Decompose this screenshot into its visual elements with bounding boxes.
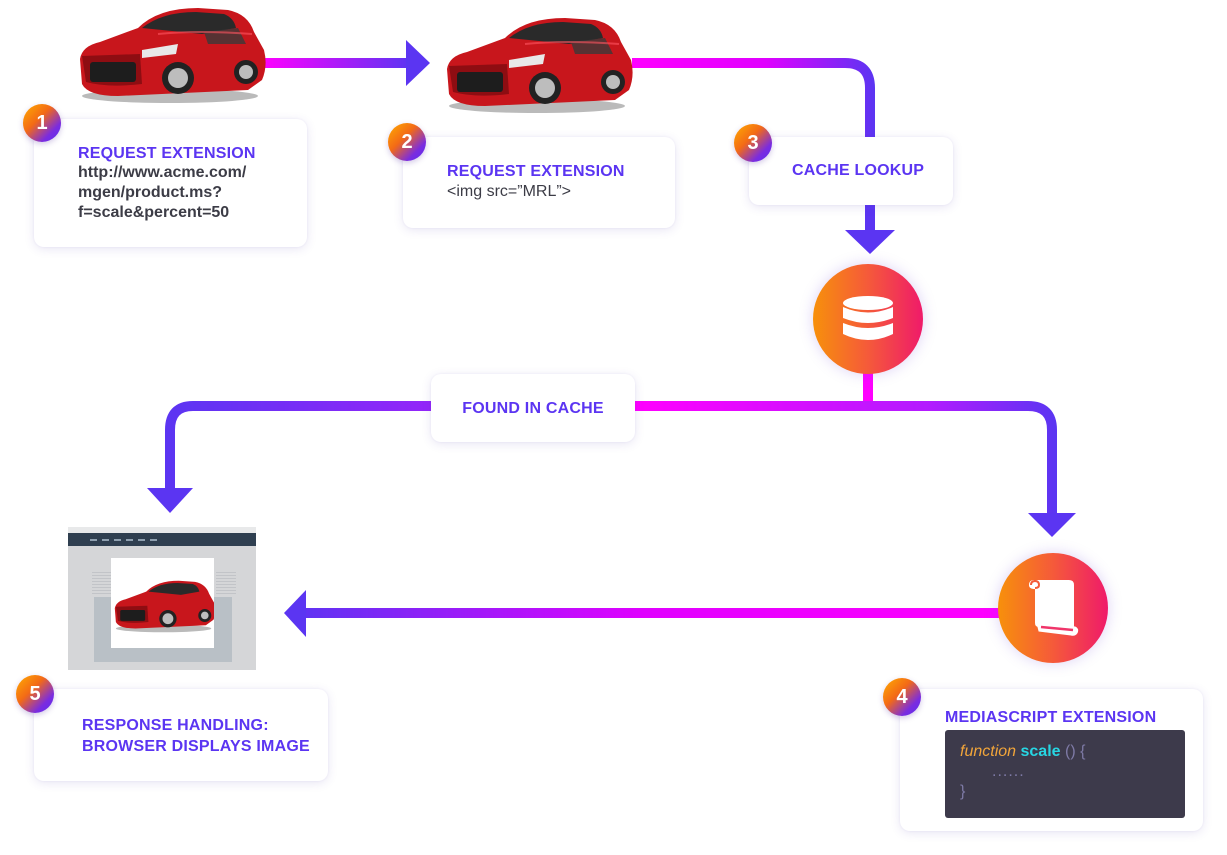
step-3-badge: 3 <box>734 124 772 162</box>
code-line-1: function scale () { <box>960 742 1170 762</box>
step-2-badge: 2 <box>388 123 426 161</box>
step-4-badge: 4 <box>883 678 921 716</box>
mediascript-code-block: function scale () { ...... } <box>945 730 1185 818</box>
scroll-icon <box>1029 579 1079 636</box>
browser-text <box>92 572 112 594</box>
step-2-card: REQUEST EXTENSION <img src=”MRL”> <box>403 137 675 228</box>
database-icon <box>843 296 893 340</box>
arrow-head-right <box>406 40 430 86</box>
step-5-card: RESPONSE HANDLING: BROWSER DISPLAYS IMAG… <box>34 689 328 781</box>
red-car-image <box>114 580 216 633</box>
browser-topbar <box>68 527 256 533</box>
step-4-title: MEDIASCRIPT EXTENSION <box>945 709 1157 726</box>
step-5-title: RESPONSE HANDLING: BROWSER DISPLAYS IMAG… <box>82 715 310 757</box>
connector-cache-hit <box>165 401 640 490</box>
arrow-head-down <box>845 230 895 254</box>
connector-car2-to-cache <box>632 58 875 138</box>
step-4-card: MEDIASCRIPT EXTENSION function scale () … <box>900 689 1203 831</box>
car-image-scaled <box>447 18 633 113</box>
browser-screenshot <box>68 527 256 670</box>
cache-node <box>813 264 923 374</box>
code-ellipsis: ...... <box>992 763 1025 780</box>
step-1-url-line: http://www.acme.com/ <box>78 164 247 181</box>
step-1-card: REQUEST EXTENSION http://www.acme.com/ m… <box>34 119 307 247</box>
browser-image-modal <box>111 558 216 648</box>
step-1-url: http://www.acme.com/ mgen/product.ms? f=… <box>78 163 246 223</box>
step-3-title: CACHE LOOKUP <box>792 162 925 179</box>
code-function-name: scale <box>1020 743 1061 760</box>
arrow-head-down <box>1028 513 1076 537</box>
step-1-badge: 1 <box>23 104 61 142</box>
car-image-original <box>80 8 266 103</box>
browser-nav <box>68 533 256 546</box>
branch-label-text: FOUND IN CACHE <box>462 400 604 417</box>
mediascript-node <box>998 553 1108 663</box>
connector-cache-miss <box>630 401 1057 515</box>
step-3-card: CACHE LOOKUP <box>749 137 953 205</box>
code-close-brace: } <box>960 783 966 800</box>
arrow-head-down <box>147 488 193 513</box>
code-parens: () { <box>1060 743 1086 760</box>
step-5-badge: 5 <box>16 675 54 713</box>
code-keyword: function <box>960 743 1017 760</box>
step-1-url-line: f=scale&percent=50 <box>78 204 230 221</box>
step-2-title: REQUEST EXTENSION <box>447 163 625 180</box>
arrow-head-left <box>284 590 306 637</box>
step-1-url-line: mgen/product.ms? <box>78 184 223 201</box>
step-5-title-line: BROWSER DISPLAYS IMAGE <box>82 738 310 755</box>
step-2-code: <img src=”MRL”> <box>447 183 572 200</box>
step-1-title: REQUEST EXTENSION <box>78 145 256 162</box>
browser-text <box>216 572 236 594</box>
found-in-cache-label: FOUND IN CACHE <box>431 374 635 442</box>
step-5-title-line: RESPONSE HANDLING: <box>82 717 269 734</box>
